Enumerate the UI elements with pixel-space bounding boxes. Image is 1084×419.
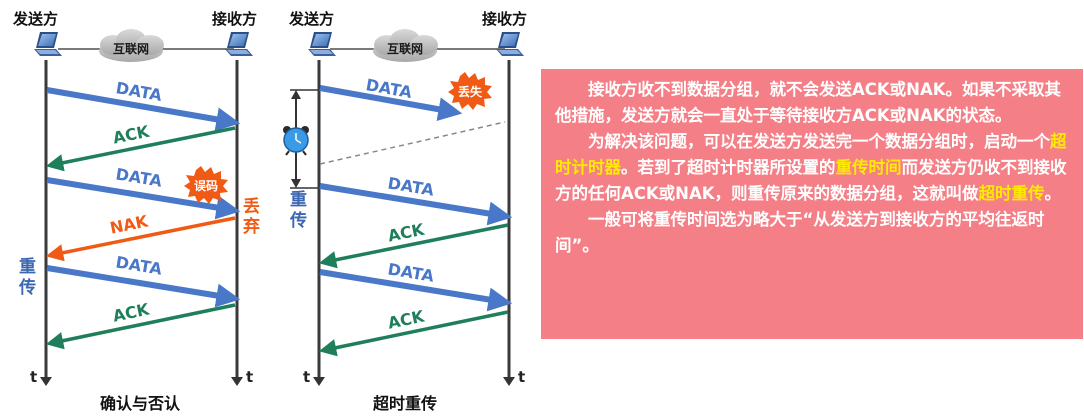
para2-text-a: 为解决该问题，可以在发送方发送完一个数据分组时，启动一个 — [588, 132, 1050, 151]
highlight-timeout-retransmit: 超时重传 — [978, 184, 1045, 203]
para2-text-c: 而发送方仍收不到接收方的任何ACK或NAK，则重传原来的数据分组，这就叫做 — [555, 158, 1067, 203]
right-lost-badge-label: 丢失 — [458, 84, 483, 99]
para2-text-d: 。 — [1044, 184, 1062, 203]
explanation-paragraph-1: 接收方收不到数据分组，就不会发送ACK或NAK。如果不采取其他措施，发送方就会一… — [555, 80, 1062, 125]
left-msg-label-5: DATA — [114, 252, 164, 278]
right-diagram: 发送方 接收方 互联网 t t — [283, 10, 527, 413]
right-receiver-laptop-icon — [496, 32, 524, 56]
right-internet-label: 互联网 — [387, 42, 423, 56]
alarm-clock-icon — [283, 126, 309, 156]
explanation-paragraph-3: 一般可将重传时间选为略大于“从发送方到接收方的平均往返时间”。 — [555, 210, 1045, 255]
left-error-badge: 误码 — [184, 166, 228, 204]
left-nak-arrow — [45, 216, 236, 262]
right-ack-arrow-1 — [318, 223, 509, 269]
right-internet-cloud-icon — [373, 29, 438, 62]
left-receiver-t-label: t — [246, 368, 253, 386]
left-diagram: 发送方 接收方 互联网 t t — [12, 10, 260, 413]
left-receiver-laptop-icon — [225, 32, 253, 56]
explanation-box: 接收方收不到数据分组，就不会发送ACK或NAK。如果不采取其他措施，发送方就会一… — [541, 69, 1083, 339]
right-sender-label: 发送方 — [288, 10, 334, 28]
right-receiver-t-label: t — [518, 368, 525, 386]
right-sender-laptop-icon — [308, 32, 336, 56]
left-data-arrow-2 — [46, 177, 241, 220]
left-error-badge-label: 误码 — [194, 179, 218, 193]
left-discard-label-2: 弃 — [243, 216, 260, 237]
right-retransmit-label-1: 重 — [290, 189, 307, 210]
left-msg-label-6: ACK — [111, 299, 151, 325]
left-data-arrow-1 — [46, 87, 241, 132]
left-msg-label-2: ACK — [111, 122, 151, 148]
right-data-arrow-lost — [319, 85, 463, 122]
timeout-bracket-up-arrowhead — [291, 90, 301, 99]
right-ack-arrow-2 — [318, 310, 509, 357]
right-caption: 超时重传 — [372, 394, 437, 413]
left-sender-t-label: t — [30, 368, 37, 386]
left-sender-label: 发送方 — [12, 10, 58, 28]
left-msg-label-3: DATA — [114, 164, 164, 190]
explanation-paragraph-2: 为解决该问题，可以在发送方发送完一个数据分组时，启动一个超时计时器。若到了超时计… — [555, 129, 1069, 207]
left-data-arrow-3 — [46, 265, 241, 308]
highlight-retransmit-time: 重传时间 — [835, 158, 902, 177]
right-sender-t-label: t — [303, 368, 310, 386]
right-data-arrow-1 — [319, 183, 513, 226]
right-receiver-label: 接收方 — [482, 10, 527, 28]
left-receiver-label: 接收方 — [212, 10, 257, 28]
left-discard-label-1: 丢 — [243, 197, 260, 217]
left-internet-label: 互联网 — [113, 42, 149, 56]
timeout-dashed-line — [319, 121, 506, 165]
left-ack-arrow-2 — [45, 303, 236, 350]
highlight-timeout-timer: 超时计时器 — [555, 132, 1067, 177]
para2-text-b: 。若到了超时计时器所设置的 — [621, 158, 836, 177]
right-retransmit-label-2: 传 — [289, 210, 307, 231]
left-msg-label-4: NAK — [108, 211, 150, 237]
left-ack-arrow-1 — [45, 126, 236, 172]
left-caption: 确认与否认 — [100, 394, 181, 413]
right-data-arrow-2 — [319, 269, 513, 312]
left-retransmit-label-2: 传 — [18, 277, 36, 298]
left-internet-cloud-icon — [99, 29, 164, 62]
left-retransmit-label-1: 重 — [19, 256, 36, 277]
timeout-bracket-down-arrowhead — [291, 179, 301, 188]
right-lost-badge: 丢失 — [448, 72, 492, 110]
left-sender-laptop-icon — [34, 32, 62, 56]
